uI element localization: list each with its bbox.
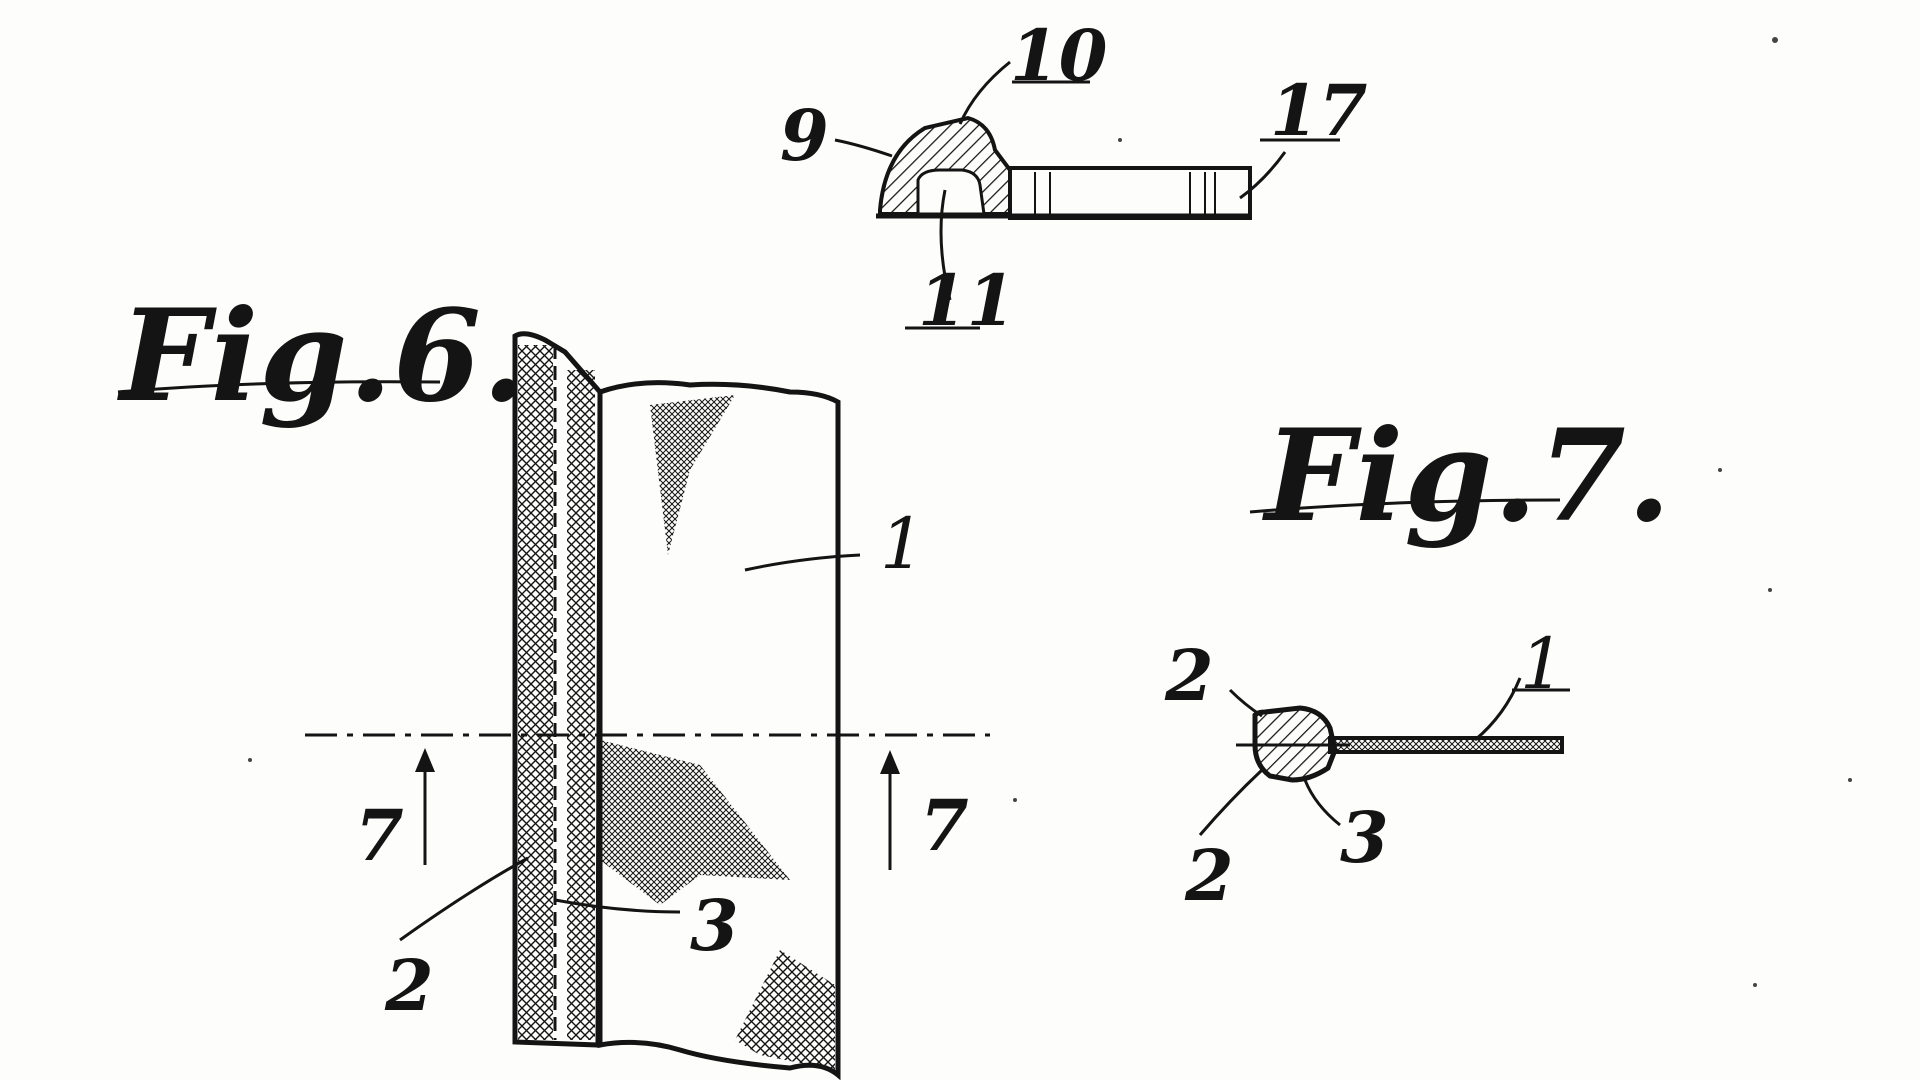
label-2-top-fig7: 2 xyxy=(1164,634,1214,717)
label-2-fig6: 2 xyxy=(384,944,434,1027)
edge-braid-outer xyxy=(518,345,553,1040)
label-17: 17 xyxy=(1270,69,1367,152)
figure-7-title: Fig.7. xyxy=(1262,402,1672,550)
label-11: 11 xyxy=(918,259,1015,342)
figure-6-title: Fig.6. xyxy=(117,282,527,430)
sheet-shading-upper xyxy=(650,395,735,555)
edge-braid-inner xyxy=(567,370,595,1040)
label-1-fig7: 1 xyxy=(1520,623,1565,705)
sheet-shading-lower xyxy=(735,950,835,1070)
sheet-strip xyxy=(1328,736,1564,754)
label-2-bottom-fig7: 2 xyxy=(1184,834,1234,917)
sheet-shading-middle xyxy=(600,740,790,905)
label-9: 9 xyxy=(780,94,829,177)
figure-7: Fig.7. 1 2 2 3 xyxy=(1164,402,1672,917)
top-detail: 9 10 11 17 xyxy=(780,14,1367,342)
label-10: 10 xyxy=(1010,14,1107,97)
print-specks xyxy=(248,37,1852,987)
label-3-fig7: 3 xyxy=(1340,796,1389,879)
channel-hollow xyxy=(916,168,986,216)
label-7-right: 7 xyxy=(920,784,969,867)
figure-6: Fig.6. 7 7 1 2 xyxy=(117,282,990,1080)
label-3-fig6: 3 xyxy=(690,884,739,967)
label-7-left: 7 xyxy=(355,794,404,877)
label-1-fig6: 1 xyxy=(880,503,925,585)
